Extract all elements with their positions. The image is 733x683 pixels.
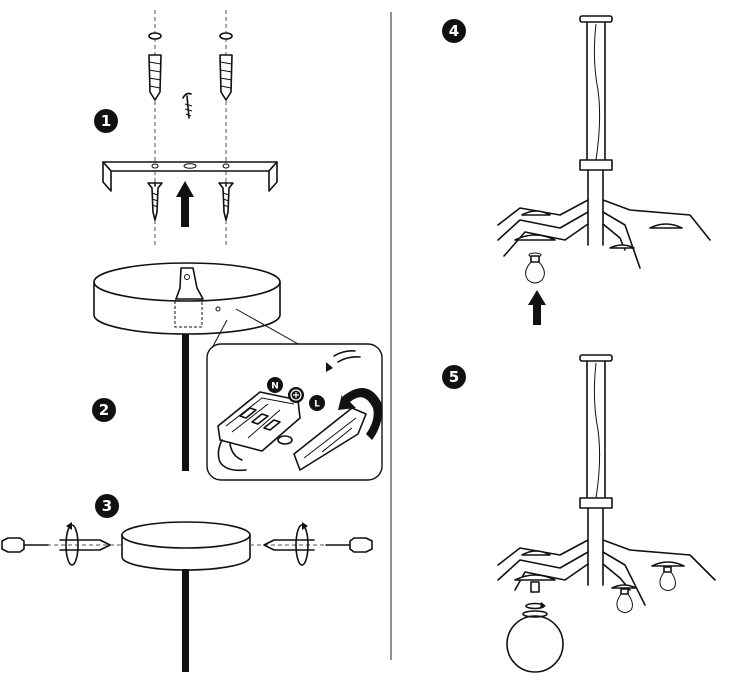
live-terminal-badge: L xyxy=(309,395,325,411)
step-2-group: N L 2 xyxy=(92,262,383,481)
rotate-arrow-icon xyxy=(263,522,315,566)
globe-shade xyxy=(506,610,564,673)
screw-icon xyxy=(218,182,234,221)
bulb-icon xyxy=(659,566,676,591)
ground-terminal-badge xyxy=(288,387,304,403)
wiring-detail-box: N L xyxy=(206,343,383,481)
step-5-group: 5 xyxy=(442,354,716,673)
up-arrow-icon xyxy=(528,290,546,325)
step-5-badge: 5 xyxy=(442,365,466,389)
rotate-arrow-icon xyxy=(59,522,111,566)
washer-icon xyxy=(148,32,162,40)
wall-anchor-icon xyxy=(148,54,162,101)
live-terminal-label: L xyxy=(314,400,320,410)
step-1-badge: 1 xyxy=(94,109,118,133)
washer-icon xyxy=(219,32,233,40)
suspension-cord xyxy=(182,569,189,672)
wall-anchor-icon xyxy=(219,54,233,101)
neutral-terminal-badge: N xyxy=(267,377,283,393)
step-3-label: 3 xyxy=(102,497,112,515)
step-2-badge: 2 xyxy=(92,398,116,422)
step-5-label: 5 xyxy=(449,368,459,386)
canopy xyxy=(93,262,281,335)
screwdriver-icon xyxy=(325,537,373,553)
bulb-icon xyxy=(616,588,633,613)
step-1-label: 1 xyxy=(101,112,111,130)
screw-icon xyxy=(147,182,163,221)
suspension-cord xyxy=(182,334,189,471)
step-3-badge: 3 xyxy=(95,494,119,518)
step-4-group: 4 xyxy=(442,15,711,325)
canopy-closed xyxy=(121,521,251,571)
bulb-icon xyxy=(525,252,545,284)
step-4-label: 4 xyxy=(449,22,459,40)
step-1-group: 1 xyxy=(94,10,278,245)
step-3-group: 3 xyxy=(1,494,373,672)
step-2-label: 2 xyxy=(99,401,109,419)
mounting-bracket xyxy=(102,161,278,192)
step-4-badge: 4 xyxy=(442,19,466,43)
ground-screw-icon xyxy=(182,92,193,119)
up-arrow-icon xyxy=(176,181,194,227)
neutral-terminal-label: N xyxy=(271,382,279,392)
screwdriver-icon xyxy=(1,537,49,553)
